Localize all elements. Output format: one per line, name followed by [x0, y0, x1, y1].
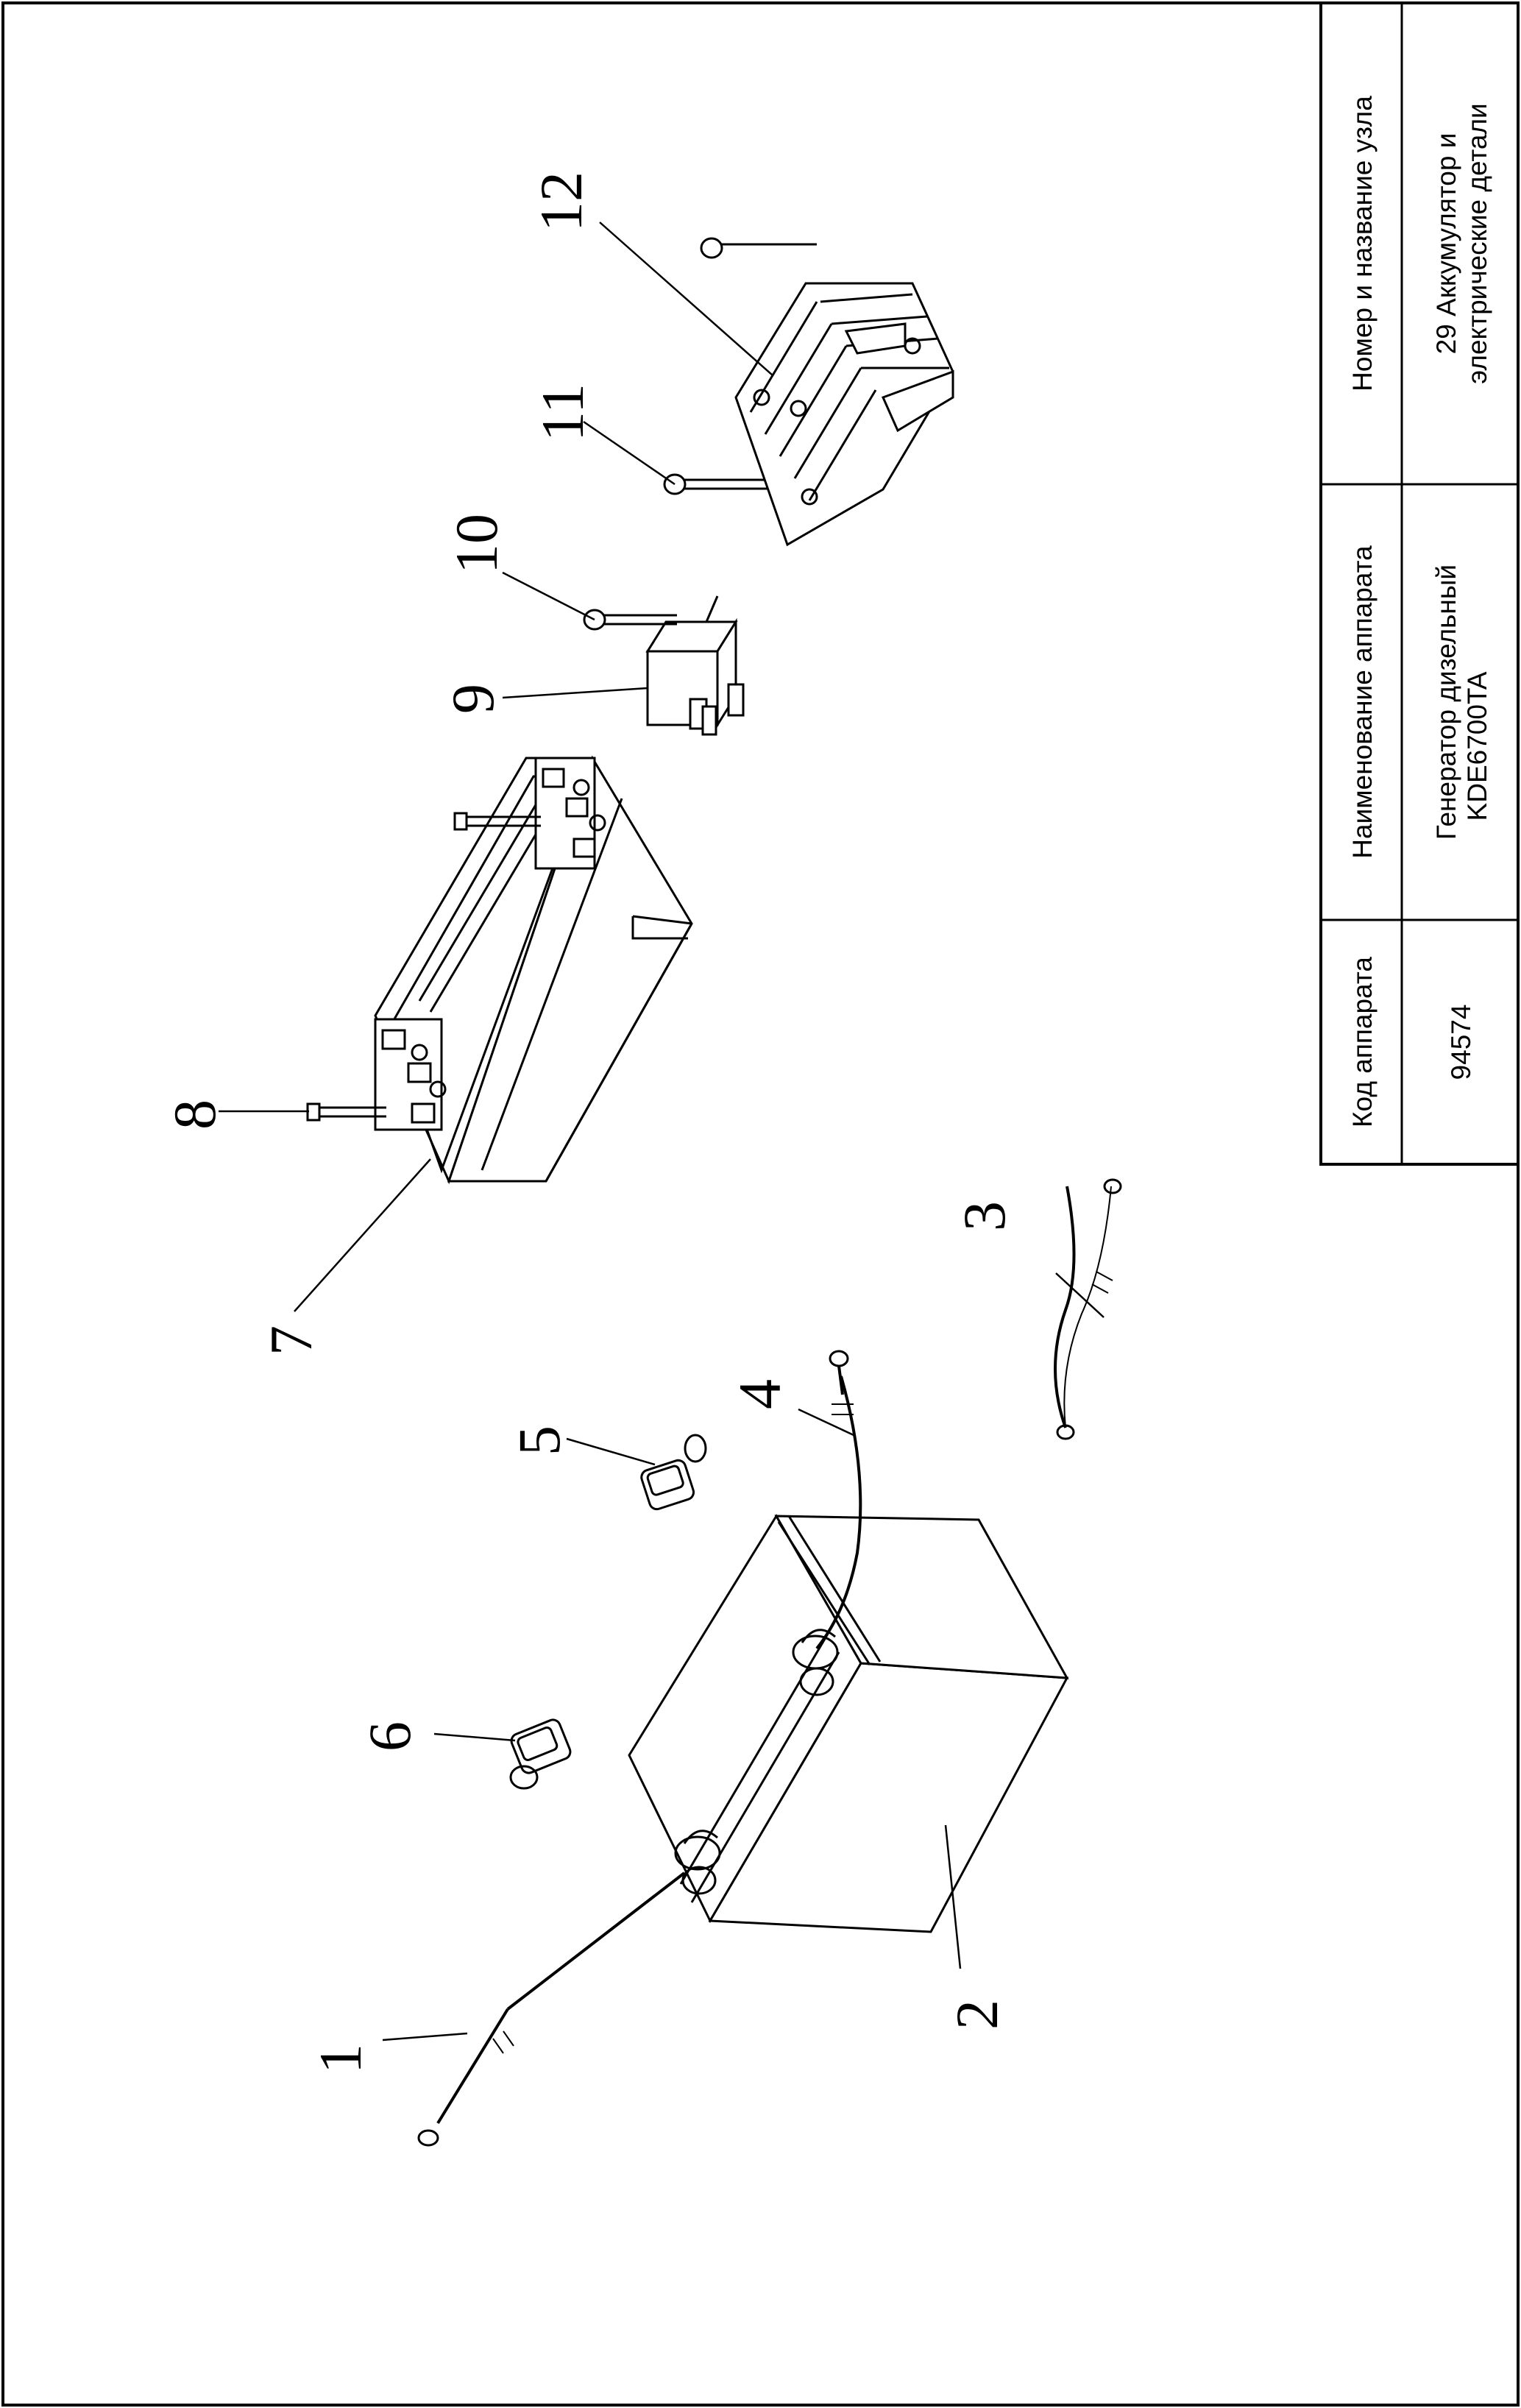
- callout-7: 7: [258, 1325, 325, 1356]
- callout-2: 2: [943, 2000, 1010, 2030]
- header-node: Номер и название узла: [1347, 96, 1378, 392]
- callout-5: 5: [506, 1426, 572, 1456]
- bolt-8: [306, 812, 541, 1122]
- device-code: 94574: [1446, 1005, 1476, 1080]
- callout-1: 1: [307, 2044, 374, 2074]
- callout-6: 6: [356, 1721, 423, 1752]
- device-name-line2: KDE6700TA: [1462, 671, 1492, 821]
- callout-11: 11: [529, 383, 596, 442]
- device-name-line1: Генератор дизельный: [1431, 564, 1461, 840]
- cable-3: [1054, 1178, 1122, 1440]
- header-code: Код аппарата: [1347, 957, 1378, 1127]
- battery: [628, 1514, 1069, 1933]
- callout-3: 3: [951, 1201, 1018, 1231]
- battery-tray-7: [374, 755, 693, 1185]
- callout-12: 12: [528, 171, 595, 232]
- relay-9: [645, 595, 745, 736]
- node-name-line1: 29 Аккумулятор и: [1431, 133, 1461, 355]
- regulator-12: [700, 237, 954, 547]
- node-name-line2: электрические детали: [1462, 103, 1492, 383]
- title-block: Код аппарата Наименование аппарата Номер…: [1319, 1, 1520, 1166]
- cable-4: [815, 1350, 862, 1650]
- terminal-cap-5: [640, 1434, 707, 1511]
- cable-1: [417, 1871, 686, 2147]
- callout-10: 10: [443, 514, 510, 574]
- callout-numbers: 1 2 3 4 5 6 7 8 9 10 11 12: [161, 171, 1018, 2074]
- callout-9: 9: [439, 684, 506, 714]
- leader-lines: [219, 222, 1105, 2042]
- header-name: Наименование аппарата: [1347, 545, 1378, 859]
- callout-8: 8: [161, 1099, 228, 1130]
- callout-4: 4: [726, 1379, 793, 1409]
- terminal-cap-6: [509, 1718, 572, 1790]
